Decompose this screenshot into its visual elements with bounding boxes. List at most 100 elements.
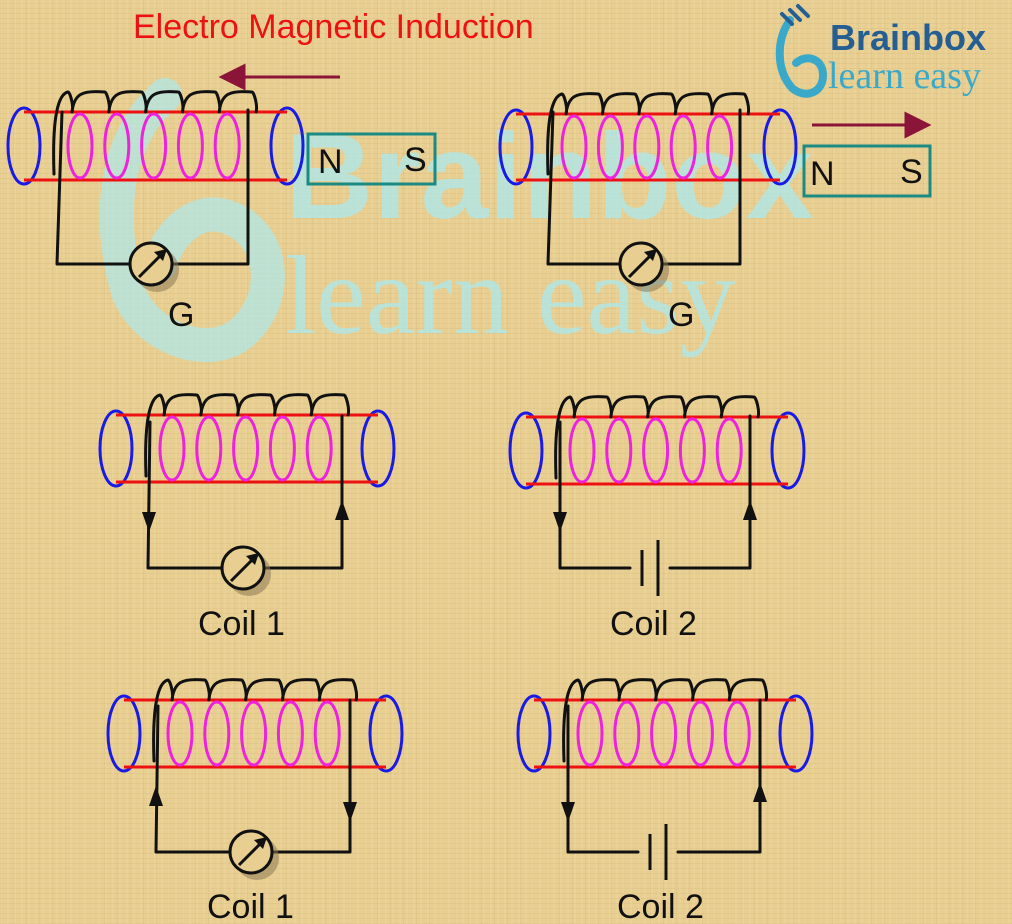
coil-turn: [305, 415, 333, 482]
logo-name: Brainbox: [830, 17, 986, 58]
coil-winding: [144, 393, 350, 478]
coil2-label: Coil 2: [610, 605, 697, 643]
coil-turn: [706, 114, 734, 180]
current-arrow-up: [753, 782, 767, 802]
rod-end-right: [778, 694, 814, 773]
circuit-wire: [566, 698, 762, 854]
magnet-experiment-left: N S G: [55, 63, 437, 334]
coil-turn: [268, 415, 296, 482]
coil-winding: [546, 92, 750, 176]
coil-turn: [158, 415, 186, 482]
coil-layer: [6, 90, 814, 773]
bar-magnet: [802, 144, 932, 198]
galvanometer-needle-tip: [154, 249, 167, 261]
watermark-logo-icon: [99, 78, 285, 362]
coil-turn: [66, 112, 94, 180]
rod-end-left: [516, 694, 552, 773]
coil-turn: [633, 114, 661, 180]
circuit-wire: [55, 108, 250, 266]
bar-magnet: [306, 132, 437, 186]
magnet-pole-south: S: [900, 153, 923, 191]
coil-pair-1: Coil 1 Coil 2: [146, 414, 752, 643]
rod-end-left: [498, 108, 534, 186]
coil-turn: [642, 417, 670, 484]
coil-turn: [678, 417, 706, 484]
coil-turn: [568, 417, 596, 484]
rod-end-right: [368, 694, 404, 773]
current-arrow-down: [343, 802, 357, 822]
coil2-label: Coil 2: [617, 888, 704, 924]
coil-turn: [276, 700, 304, 767]
circuit-wire: [154, 698, 352, 854]
coil-turn: [613, 700, 641, 767]
logo-tagline: learn easy: [828, 55, 981, 97]
coil-turn: [213, 112, 241, 180]
logo-icon-accent: [780, 4, 810, 26]
galvanometer-label: G: [668, 296, 694, 334]
coil-winding: [554, 395, 760, 480]
magnet-pole-south: S: [404, 141, 427, 179]
magnet-experiment-right: N S G: [546, 108, 932, 334]
rod-end-left: [98, 409, 134, 488]
rod-end-right: [762, 108, 798, 186]
coil-turn: [650, 700, 678, 767]
rod-end-right: [360, 409, 396, 488]
galvanometer: [220, 545, 271, 596]
coil-turn: [715, 417, 743, 484]
rod-end-right: [269, 106, 305, 186]
galvanometer-needle-tip: [254, 837, 267, 849]
solenoid: [6, 90, 305, 186]
magnet-pole-north: N: [318, 143, 343, 181]
logo-icon: [775, 16, 827, 98]
current-arrow-up: [335, 500, 349, 520]
coil-turn: [686, 700, 714, 767]
battery-cell: [640, 540, 660, 596]
solenoid: [516, 678, 814, 773]
rod-end-left: [106, 694, 142, 773]
coil-turn: [560, 114, 588, 180]
coil-turn: [103, 112, 131, 180]
coil-turn: [195, 415, 223, 482]
galvanometer-label: G: [168, 296, 194, 334]
rod-end-left: [6, 106, 42, 186]
solenoid: [98, 393, 396, 488]
galvanometer: [128, 241, 179, 292]
coil-turn: [605, 417, 633, 484]
coil-turn: [140, 112, 168, 180]
coil-turn: [240, 700, 268, 767]
current-arrow-down: [553, 512, 567, 532]
solenoid: [498, 92, 798, 186]
galvanometer-needle-tip: [644, 249, 657, 261]
page-title: Electro Magnetic Induction: [133, 8, 534, 46]
solenoid: [106, 678, 404, 773]
magnet-pole-north: N: [810, 155, 835, 193]
solenoid: [508, 395, 806, 490]
coil-turn: [203, 700, 231, 767]
current-arrow-up: [743, 500, 757, 520]
coil-turn: [232, 415, 260, 482]
meter-layer: [128, 241, 767, 880]
coil-pair-2: Coil 1 Coil 2: [154, 698, 762, 924]
circuit-wire: [546, 108, 742, 266]
coil1-label: Coil 1: [198, 605, 285, 643]
coil-turn: [313, 700, 341, 767]
current-arrow-down: [142, 512, 156, 532]
coil1-label: Coil 1: [207, 888, 294, 924]
coil-winding: [152, 678, 358, 763]
coil-turn: [176, 112, 204, 180]
rod-end-right: [770, 411, 806, 490]
coil-turn: [669, 114, 697, 180]
coil-turn: [723, 700, 751, 767]
rod-end-left: [508, 411, 544, 490]
circuit-wire: [146, 414, 344, 570]
coil-turn: [576, 700, 604, 767]
brand-logo: Brainbox learn easy: [775, 4, 986, 98]
coil-winding: [52, 90, 258, 176]
coil-winding: [562, 678, 768, 763]
battery-cell: [648, 824, 668, 880]
coil-turn: [166, 700, 194, 767]
galvanometer-needle-tip: [246, 553, 259, 565]
current-arrow-up: [149, 786, 163, 806]
galvanometer: [618, 241, 669, 292]
